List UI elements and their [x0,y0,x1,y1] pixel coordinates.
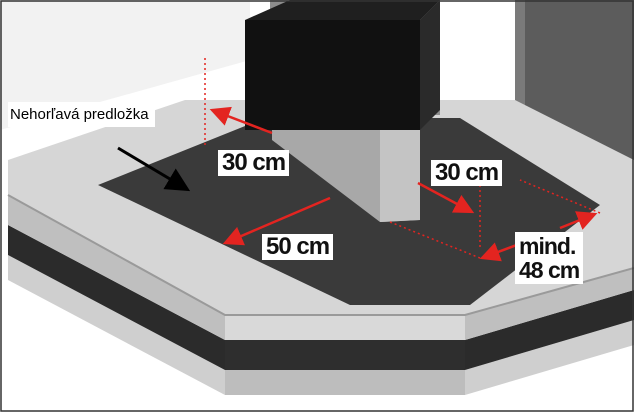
platform-layer-mid [8,195,634,340]
arrow-front-gap [222,196,331,246]
arrow-side-gap-b [559,211,598,230]
callout-label: Nehorľavá predložka [8,102,155,127]
stove [245,0,440,222]
dimension-label-side-line2: 48 cm [519,257,580,284]
back-wall-light [0,0,250,130]
platform-layer-mid-front [225,315,465,340]
arrow-right-gap [417,181,475,214]
platform-layer-bottom [8,255,634,395]
callout-pointer [117,146,191,192]
stove-top-side [420,0,440,130]
platform-layer-bottom-front [225,370,465,395]
stove-body-front [380,110,420,222]
dimension-label-side: mind. 48 cm [515,232,584,285]
platform-edge [7,194,634,316]
dimension-label-right: 30 cm [431,160,503,186]
platform-layer-dark [8,225,634,370]
stove-top-face [245,0,440,20]
guide-front-diagonal [389,221,481,259]
dimension-label-left: 30 cm [218,150,290,176]
platform-layer-dark-front [225,340,465,370]
dimension-label-side-line1: mind. [519,233,576,259]
arrow-left-gap [209,106,273,135]
dimension-label-front: 50 cm [262,234,334,260]
stove-top-block [245,20,420,130]
